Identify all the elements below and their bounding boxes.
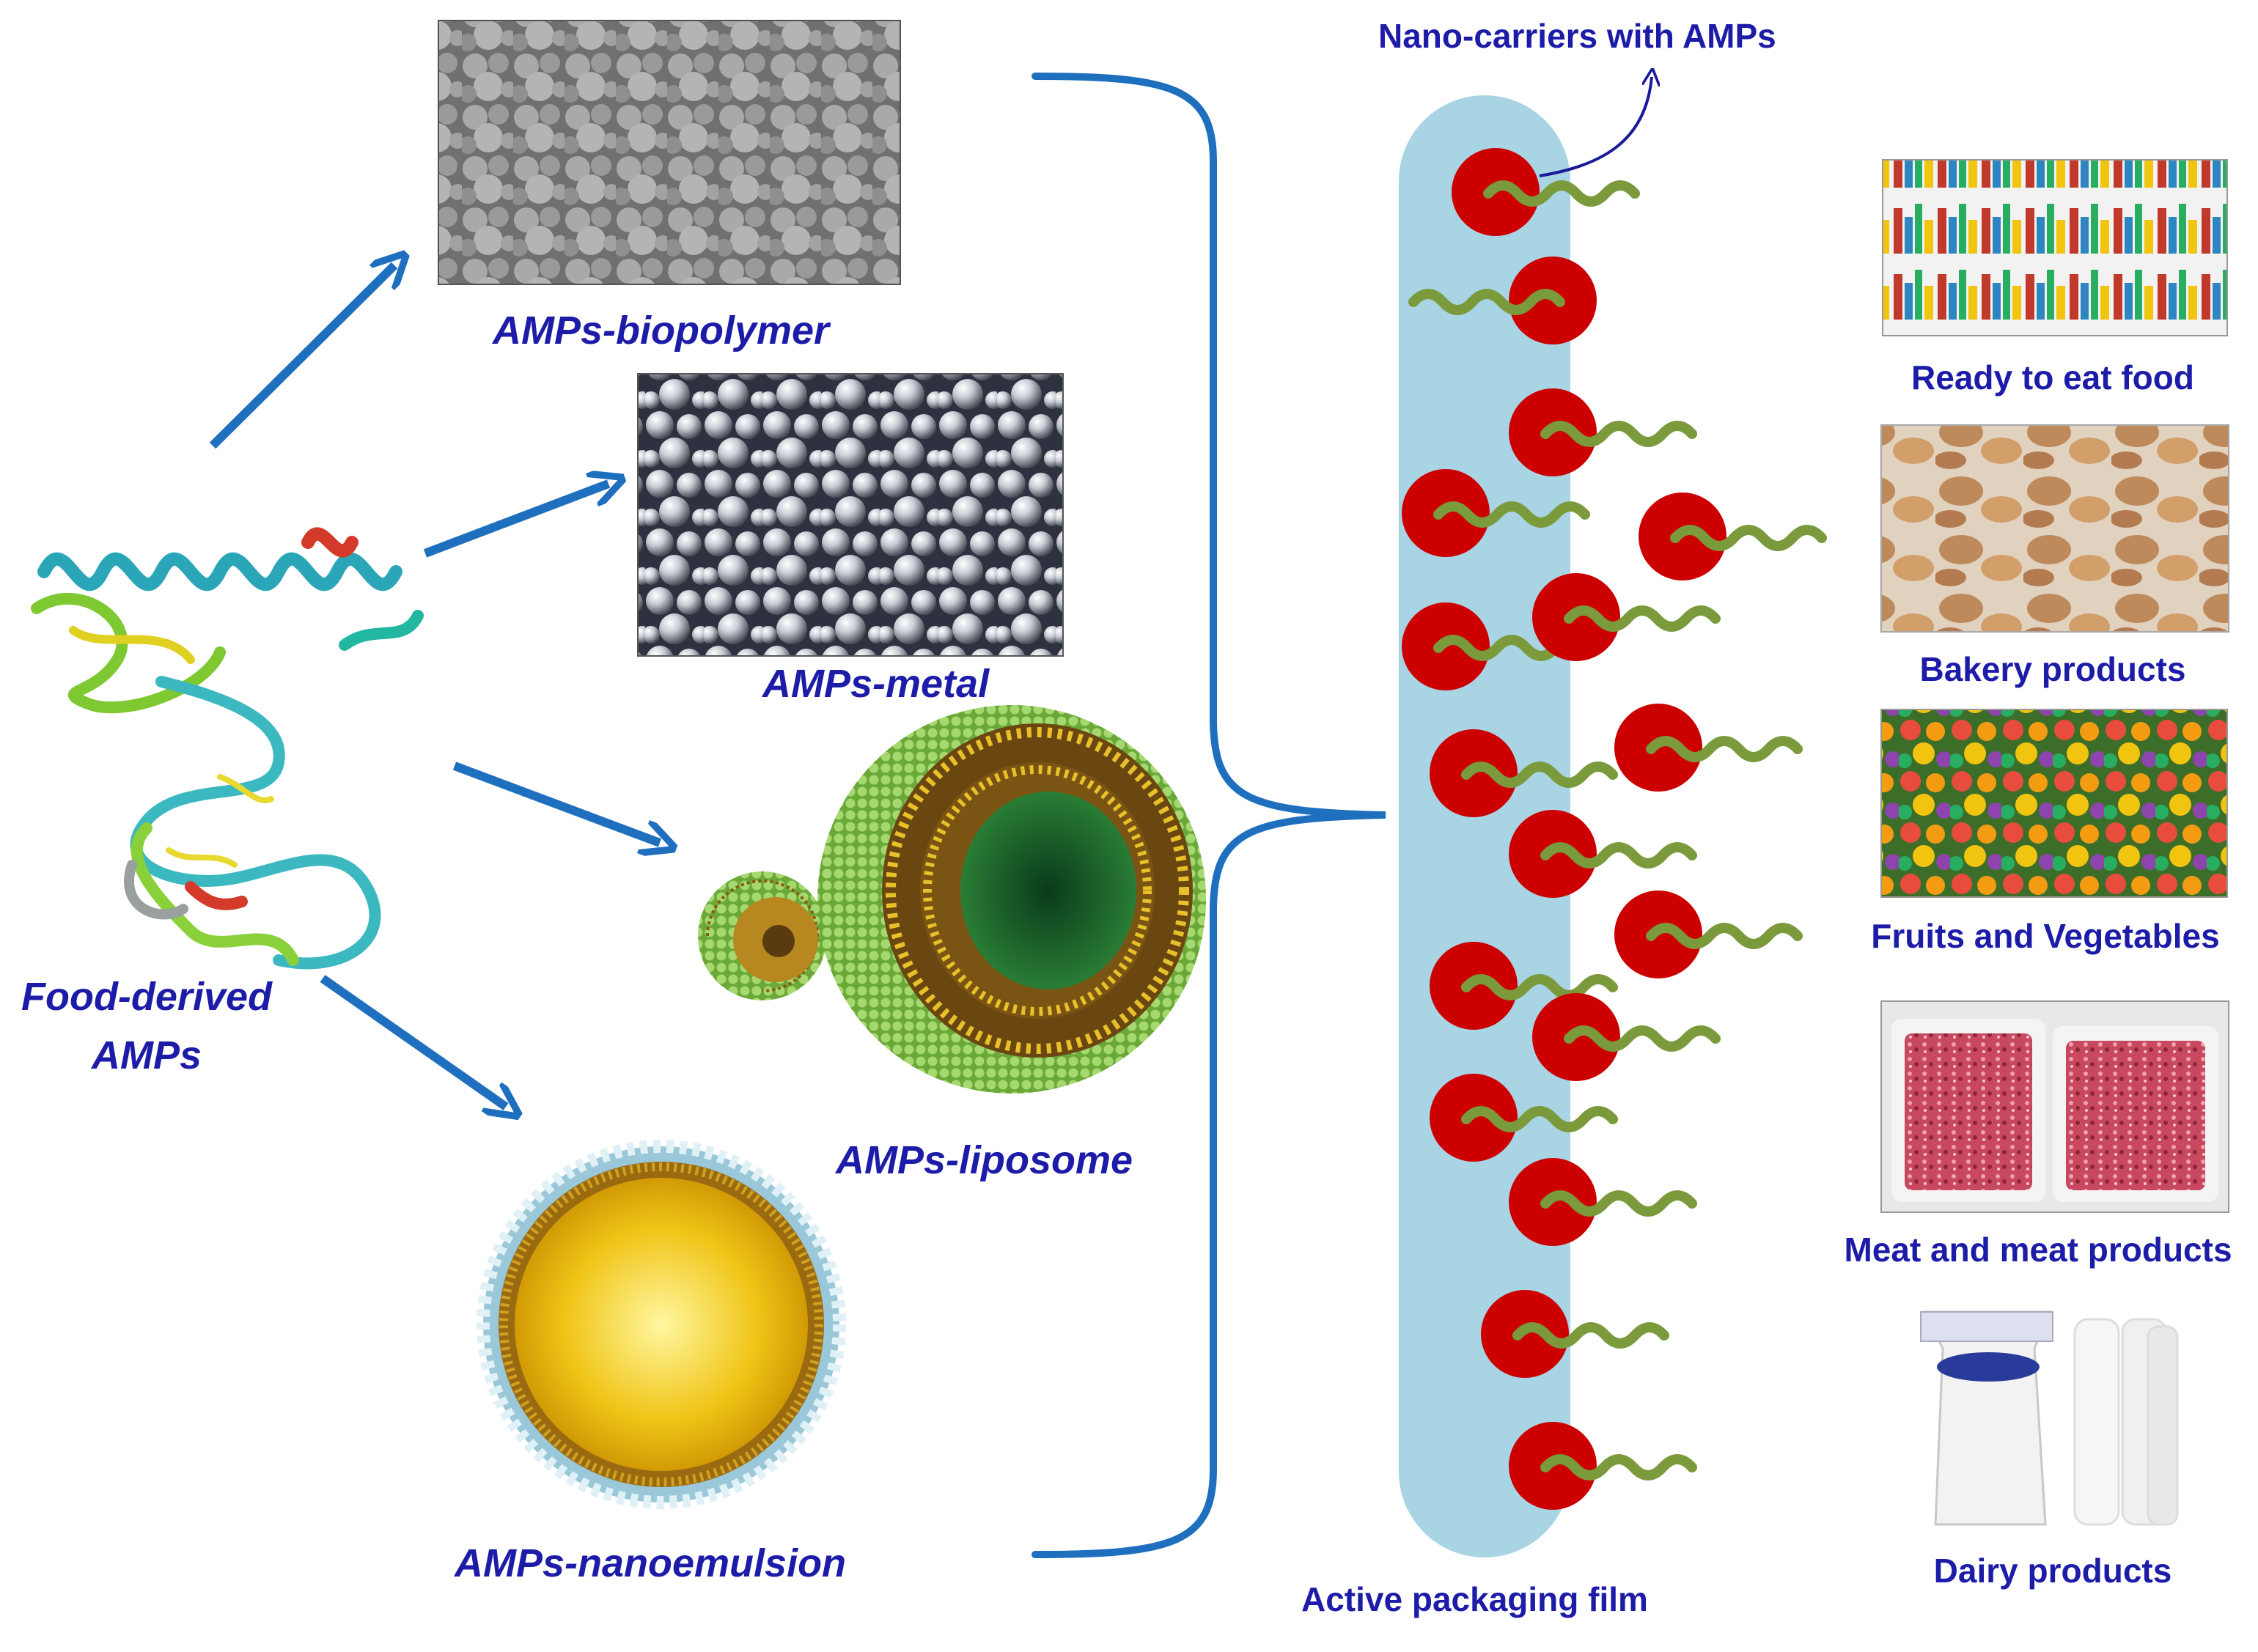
peptide-tail bbox=[1540, 842, 1697, 869]
peptide-tail bbox=[1540, 1190, 1697, 1217]
peptide-tail bbox=[1564, 1025, 1721, 1052]
biopolymer-label: AMPs-biopolymer bbox=[493, 309, 830, 353]
metal-label: AMPs-metal bbox=[762, 662, 990, 706]
source-arrows bbox=[209, 265, 660, 1107]
nano-carrier-16 bbox=[1481, 1290, 1669, 1378]
nano-carrier-12 bbox=[1430, 942, 1618, 1030]
meat-products-image bbox=[1880, 1000, 2229, 1213]
nano-carrier-10 bbox=[1509, 810, 1697, 898]
peptide-tail bbox=[1461, 1106, 1618, 1132]
nano-carrier-13 bbox=[1532, 993, 1721, 1081]
peptide-tail bbox=[1461, 762, 1618, 788]
arrow-to-liposome bbox=[452, 762, 660, 843]
ready-to-eat-food-image bbox=[1882, 159, 2228, 336]
liposome-label: AMPs-liposome bbox=[836, 1138, 1133, 1182]
nano-carrier-17 bbox=[1509, 1422, 1697, 1510]
source-label: Food-derived AMPs bbox=[15, 967, 279, 1085]
liposome-illustration bbox=[698, 705, 1206, 1094]
peptide-tail bbox=[1540, 421, 1697, 447]
nano-carrier-9 bbox=[1614, 704, 1803, 792]
peptide-tail bbox=[1564, 605, 1721, 632]
arrow-to-biopolymer bbox=[209, 265, 394, 449]
arrow-to-nanoemulsion bbox=[320, 975, 506, 1107]
converging-brace bbox=[1031, 73, 1386, 1558]
nanocarriers-label: Nano-carriers with AMPs bbox=[1378, 17, 1776, 55]
source-label-line-2: AMPs bbox=[91, 1033, 202, 1077]
peptide-tail bbox=[1433, 501, 1590, 528]
application-label-bakery: Bakery products bbox=[1919, 650, 2186, 688]
nano-carriers bbox=[1402, 148, 1827, 1510]
application-label-fruits-vegetables: Fruits and Vegetables bbox=[1871, 917, 2220, 955]
nano-carrier-15 bbox=[1509, 1158, 1697, 1246]
metal-nanoparticles-image bbox=[637, 373, 1064, 657]
application-label-ready-to-eat: Ready to eat food bbox=[1911, 358, 2194, 397]
peptide-tail bbox=[1461, 974, 1618, 1000]
nano-carrier-1 bbox=[1452, 148, 1640, 236]
peptide-tail bbox=[1483, 180, 1640, 207]
nano-carrier-11 bbox=[1614, 890, 1803, 978]
fruits-and-vegetables-image bbox=[1880, 709, 2228, 898]
nano-carrier-3 bbox=[1509, 388, 1697, 476]
nano-carrier-8 bbox=[1430, 729, 1618, 817]
film-label: Active packaging film bbox=[1301, 1580, 1648, 1618]
arrow-to-metal bbox=[423, 484, 608, 558]
source-label-line-1: Food-derived bbox=[21, 975, 272, 1019]
nano-carrier-5 bbox=[1639, 493, 1827, 580]
nanocarrier-callout-arrow bbox=[1539, 77, 1652, 177]
peptide-tail bbox=[1646, 736, 1803, 762]
peptide-tail bbox=[1408, 289, 1565, 315]
application-label-meat: Meat and meat products bbox=[1844, 1231, 2232, 1269]
nanoemulsion-illustration bbox=[477, 1140, 846, 1509]
peptide-tail bbox=[1646, 923, 1803, 949]
nano-carrier-2 bbox=[1408, 257, 1597, 344]
nanoemulsion-label: AMPs-nanoemulsion bbox=[455, 1541, 847, 1585]
biopolymer-sem-image bbox=[438, 20, 901, 285]
dairy-products-image bbox=[1920, 1310, 2179, 1526]
application-label-dairy: Dairy products bbox=[1933, 1552, 2172, 1590]
nano-carrier-14 bbox=[1430, 1074, 1618, 1162]
peptide-tail bbox=[1540, 1454, 1697, 1480]
peptide-tail bbox=[1670, 525, 1827, 551]
nano-carrier-4 bbox=[1402, 469, 1590, 557]
food-derived-amps-structures bbox=[31, 527, 424, 970]
peptide-tail bbox=[1512, 1322, 1669, 1349]
nano-carrier-7 bbox=[1532, 573, 1721, 661]
bakery-products-image bbox=[1880, 424, 2229, 633]
